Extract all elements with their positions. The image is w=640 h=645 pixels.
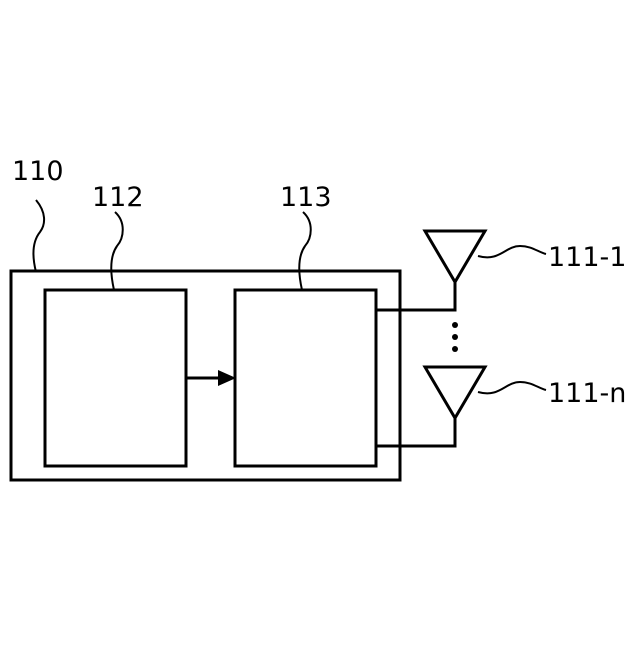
antenna-triangle-icon (425, 231, 485, 282)
ellipsis-dot (452, 322, 458, 328)
antenna-triangle-icon (425, 367, 485, 418)
arrow-head-icon (218, 370, 236, 386)
label-113: 113 (280, 182, 332, 213)
label-112: 112 (92, 182, 144, 213)
feed-line-n (376, 418, 455, 446)
leader-line-111-1 (478, 246, 546, 257)
leader-line-110 (33, 200, 44, 272)
label-111-1: 111-1 (548, 242, 626, 273)
feed-line-1 (376, 282, 455, 310)
ellipsis-dot (452, 334, 458, 340)
outer-device-box (11, 271, 400, 480)
leader-line-112 (111, 212, 122, 290)
label-110: 110 (12, 156, 64, 187)
label-111-n: 111-n (548, 378, 626, 409)
block-112 (45, 290, 186, 466)
ellipsis-dot (452, 346, 458, 352)
leader-line-111-n (478, 382, 546, 393)
leader-line-113 (299, 212, 310, 290)
block-113 (235, 290, 376, 466)
